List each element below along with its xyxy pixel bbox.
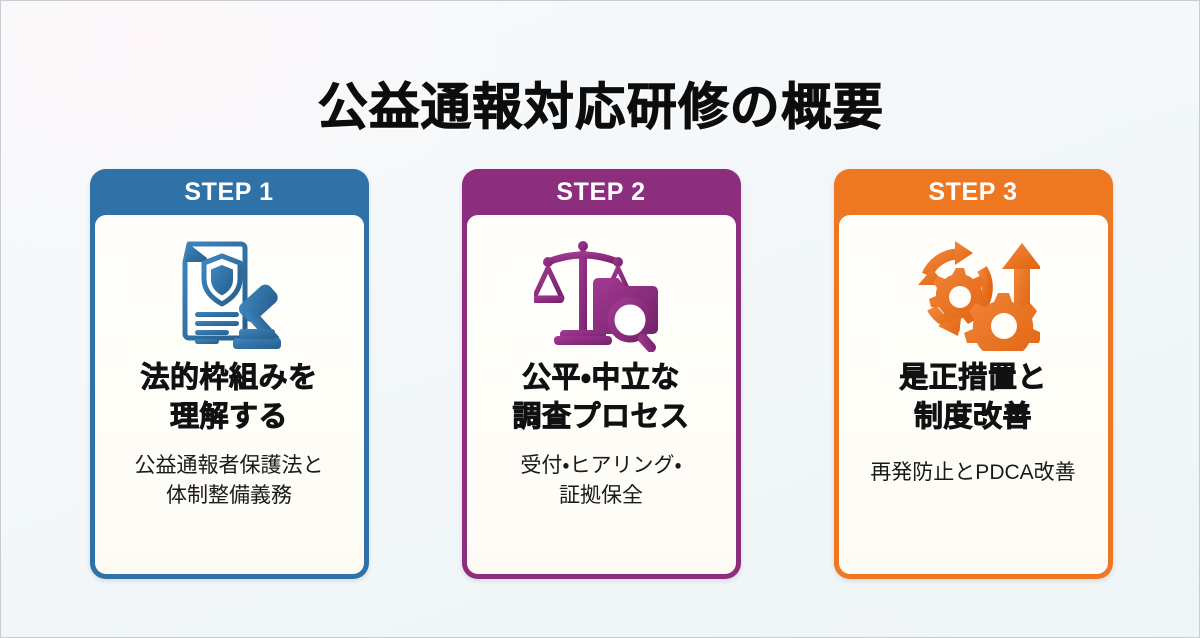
step-card-2[interactable]: STEP 2 (461, 169, 741, 579)
step-card-1-step-label: STEP 1 (184, 177, 274, 206)
step-card-1-header: STEP 1 (90, 169, 369, 215)
steps-card-row: STEP 1 (1, 169, 1199, 581)
scales-folder-magnifier-icon (467, 231, 736, 355)
gears-cycle-arrow-icon (839, 231, 1108, 355)
step-card-1[interactable]: STEP 1 (89, 169, 369, 579)
step-card-2-step-label: STEP 2 (556, 177, 646, 206)
title-container: 公益通報対応研修の概要 (1, 47, 1199, 167)
step-card-3-step-label: STEP 3 (928, 177, 1018, 206)
step-card-1-heading: 法的枠組みを 理解する (140, 362, 318, 433)
step-card-3-subtext: 再発防止とPDCA改善 (870, 461, 1076, 485)
document-shield-gavel-icon (95, 231, 364, 355)
step-card-1-subtext: 公益通報者保護法と 体制整備義務 (134, 454, 324, 507)
step-card-2-body: 公平・中立な 調査プロセス 受付・ヒアリング・ 証拠保全 (466, 215, 736, 574)
page-title: 公益通報対応研修の概要 (317, 78, 885, 135)
step-card-2-subtext: 受付・ヒアリング・ 証拠保全 (520, 454, 682, 507)
step-card-3[interactable]: STEP 3 (833, 169, 1113, 579)
step-card-3-heading: 是正措置と 制度改善 (899, 362, 1047, 433)
step-card-2-heading: 公平・中立な 調査プロセス (512, 362, 690, 433)
step-card-3-header: STEP 3 (834, 169, 1113, 215)
step-card-2-header: STEP 2 (462, 169, 741, 215)
step-card-3-body: 是正措置と 制度改善 再発防止とPDCA改善 (838, 215, 1108, 574)
step-card-1-body: 法的枠組みを 理解する 公益通報者保護法と 体制整備義務 (94, 215, 364, 574)
